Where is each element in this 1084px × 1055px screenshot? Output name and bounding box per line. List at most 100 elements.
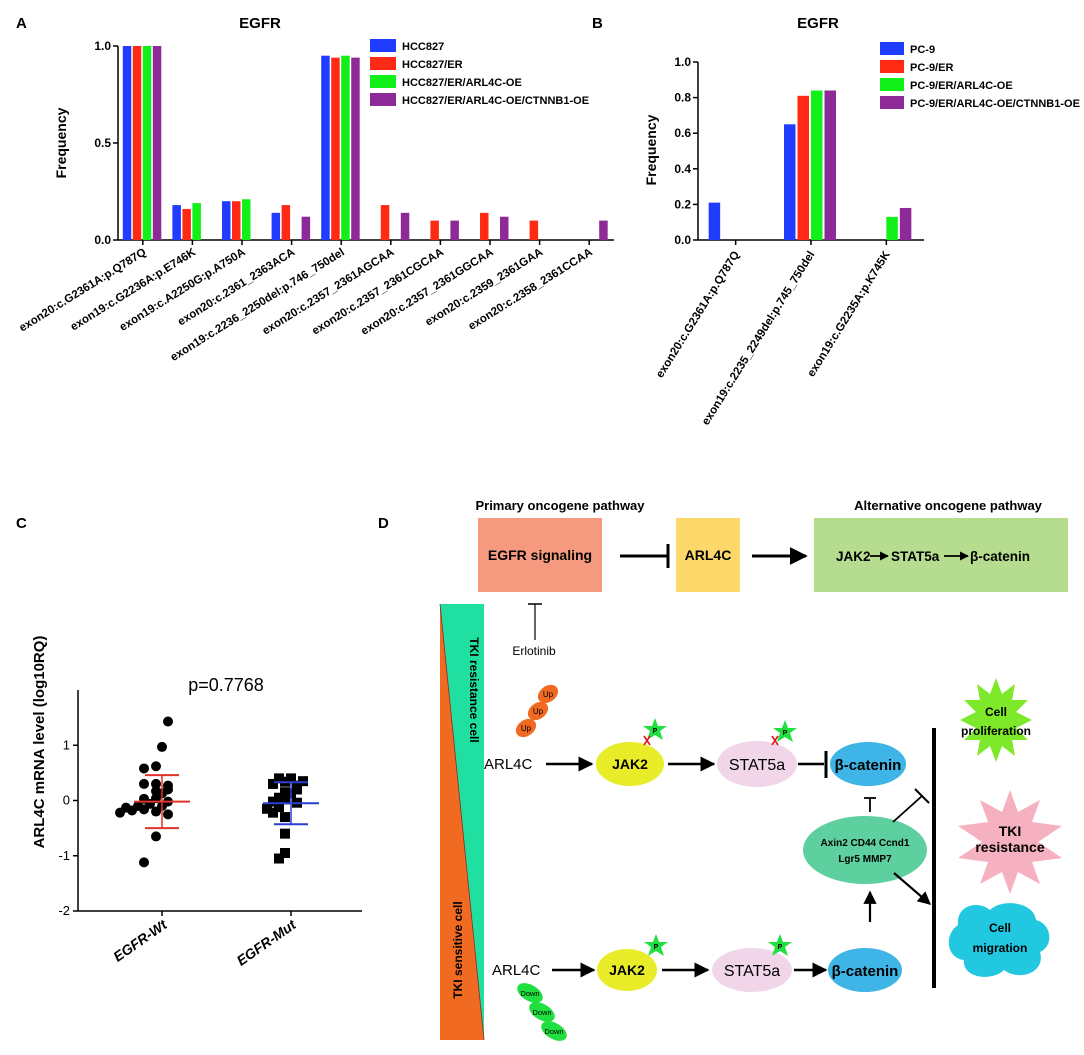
bar: [380, 205, 390, 240]
legend-label: PC-9/ER/ARL4C-OE/CTNNB1-OE: [910, 98, 1080, 110]
target-genes-line-2: Lgr5 MMP7: [838, 854, 892, 865]
down-text-2: Down: [532, 1008, 551, 1017]
scatter-point: [286, 773, 296, 784]
up-bead-2: [527, 701, 549, 721]
y-tick-label: 1.0: [674, 55, 691, 69]
scissor-jak2-icon: [643, 735, 651, 746]
arl4c-box-label: ARL4C: [685, 547, 732, 563]
primary-pathway-title: Primary oncogene pathway: [475, 498, 645, 513]
bar: [430, 220, 439, 240]
scatter-point: [280, 794, 290, 805]
tki-resistance-burst: [958, 790, 1062, 894]
beta-catenin-node-bottom-label: β-catenin: [832, 963, 899, 980]
y-tick-label: 0.5: [94, 136, 111, 150]
panel-label-d: D: [378, 515, 389, 532]
y-tick-label: 0.6: [674, 126, 691, 140]
p-star-jak2-top-label: P: [653, 728, 658, 735]
y-tick-label: -2: [58, 903, 70, 918]
chart-b-ylabel: Frequency: [643, 114, 659, 185]
scatter-point: [151, 778, 161, 789]
up-indicator: Up Up Up: [515, 684, 559, 738]
triangle-divider: [439, 603, 485, 1041]
up-bead-3: [515, 718, 537, 738]
target-genes-line-1: Axin2 CD44 Ccnd1: [821, 838, 910, 849]
bar: [132, 46, 142, 240]
stat5a-node-top-label: STAT5a: [729, 757, 785, 774]
scatter-point: [274, 773, 284, 784]
down-bead-3: [541, 1021, 567, 1041]
arl4c-resistant-label: ARL4C: [484, 756, 533, 773]
category-label: EGFR-Wt: [110, 916, 171, 965]
alt-stat5a-label: STAT5a: [891, 549, 940, 564]
bar: [450, 220, 459, 240]
scatter-point: [151, 831, 161, 842]
p-star-stat5a-bottom-label: P: [778, 944, 783, 951]
scatter-point: [292, 784, 302, 795]
bar: [142, 46, 152, 240]
scatter-point: [268, 807, 278, 818]
tki-resistance-line-1: TKI: [999, 823, 1022, 839]
bar: [122, 46, 132, 240]
alt-beta-catenin-label: β-catenin: [970, 549, 1030, 564]
scatter-point: [298, 776, 308, 787]
p-star-jak2-bottom: [644, 934, 668, 956]
bar: [500, 216, 509, 240]
scatter-point: [280, 828, 290, 839]
up-text-1: Up: [543, 690, 554, 699]
scatter-point: [268, 796, 278, 807]
chart-c: ARL4C mRNA level (log10RQ) p=0.7768 -2-1…: [31, 636, 362, 969]
bar: [811, 90, 823, 240]
jak2-node-bottom-label: JAK2: [609, 962, 645, 978]
up-bead-1: [537, 684, 559, 704]
legend-swatch: [370, 75, 396, 88]
bar: [886, 216, 898, 240]
scatter-point: [274, 792, 284, 803]
category-label: exon20:c.G2361A:p.Q787Q: [654, 249, 742, 380]
tki-resistance-line-2: resistance: [975, 839, 1044, 855]
scatter-point: [274, 802, 284, 813]
bar: [192, 203, 201, 240]
inhibit-targets-prolif-bar: [914, 788, 930, 804]
bar: [321, 55, 330, 241]
bar: [899, 207, 912, 240]
y-tick-label: 0: [63, 793, 70, 808]
legend-swatch: [370, 93, 396, 106]
scatter-point: [280, 812, 290, 823]
scatter-point: [127, 805, 137, 816]
bar: [242, 199, 251, 240]
erlotinib-label: Erlotinib: [512, 644, 556, 658]
scatter-point: [280, 787, 290, 798]
scatter-point: [268, 778, 278, 789]
legend-label: HCC827/ER/ARL4C-OE/CTNNB1-OE: [402, 95, 589, 107]
scatter-point: [262, 803, 272, 814]
p-star-jak2-top: [643, 718, 667, 740]
y-tick-label: 1.0: [94, 39, 111, 53]
p-star-stat5a-top-label: P: [783, 730, 788, 737]
down-bead-2: [529, 1002, 555, 1022]
p-star-stat5a-top: [773, 720, 797, 742]
down-text-3: Down: [544, 1027, 563, 1036]
target-genes-node: [803, 816, 927, 884]
category-label: exon19:c.G2235A:p.K745K: [805, 249, 893, 380]
jak2-node-top-label: JAK2: [612, 756, 648, 772]
bar: [222, 201, 231, 240]
bar: [172, 205, 181, 240]
bar: [784, 124, 796, 240]
down-indicator: Down Down Down: [517, 983, 567, 1041]
p-star-stat5a-bottom: [768, 934, 792, 956]
legend-label: HCC827/ER/ARL4C-OE: [402, 77, 522, 89]
y-tick-label: 0.4: [674, 162, 691, 176]
bar: [271, 212, 281, 240]
scissor-stat5a-icon: [771, 735, 779, 746]
legend-swatch: [880, 42, 904, 55]
y-tick-label: 1: [63, 737, 70, 752]
alt-jak2-label: JAK2: [836, 549, 871, 564]
legend-swatch: [880, 78, 904, 91]
legend-swatch: [370, 39, 396, 52]
scatter-point: [151, 761, 161, 772]
y-tick-label: 0.8: [674, 91, 691, 105]
egfr-signaling-label: EGFR signaling: [488, 547, 592, 563]
legend-label: PC-9/ER/ARL4C-OE: [910, 80, 1013, 92]
arrow-targets-outcomes: [893, 872, 932, 905]
